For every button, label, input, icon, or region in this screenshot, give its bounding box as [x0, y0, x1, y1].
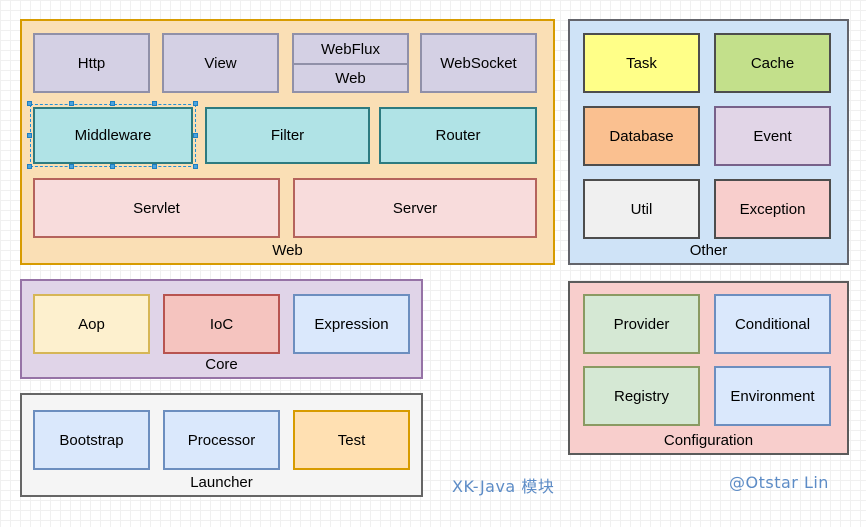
node-webflux-web[interactable]: WebFlux Web [292, 33, 409, 93]
group-label-launcher: Launcher [190, 474, 253, 491]
resize-handle[interactable] [193, 101, 198, 106]
node-event[interactable]: Event [714, 106, 831, 166]
node-view[interactable]: View [162, 33, 279, 93]
resize-handle[interactable] [151, 101, 157, 106]
node-conditional[interactable]: Conditional [714, 294, 831, 354]
node-registry[interactable]: Registry [583, 366, 700, 426]
node-filter[interactable]: Filter [205, 107, 370, 164]
resize-handle[interactable] [27, 101, 32, 106]
node-http[interactable]: Http [33, 33, 150, 93]
resize-handle[interactable] [110, 164, 115, 169]
node-expression[interactable]: Expression [293, 294, 410, 354]
node-web[interactable]: Web [294, 63, 407, 91]
resize-handle[interactable] [68, 164, 74, 169]
resize-handle[interactable] [68, 101, 74, 106]
node-webflux[interactable]: WebFlux [321, 40, 380, 58]
node-task[interactable]: Task [583, 33, 700, 93]
node-environment[interactable]: Environment [714, 366, 831, 426]
resize-handle[interactable] [27, 164, 32, 169]
resize-handle[interactable] [27, 132, 32, 138]
node-exception[interactable]: Exception [714, 179, 831, 239]
node-aop[interactable]: Aop [33, 294, 150, 354]
group-label-configuration: Configuration [663, 432, 754, 449]
node-provider[interactable]: Provider [583, 294, 700, 354]
resize-handle[interactable] [110, 101, 115, 106]
caption-author: @Otstar Lin [729, 473, 829, 492]
node-util[interactable]: Util [583, 179, 700, 239]
node-websocket[interactable]: WebSocket [420, 33, 537, 93]
node-servlet[interactable]: Servlet [33, 178, 280, 238]
node-processor[interactable]: Processor [163, 410, 280, 470]
node-cache[interactable]: Cache [714, 33, 831, 93]
caption-title: XK-Java 模块 [452, 477, 555, 496]
group-label-core: Core [205, 356, 238, 373]
node-ioc[interactable]: IoC [163, 294, 280, 354]
node-server[interactable]: Server [293, 178, 537, 238]
resize-handle[interactable] [193, 164, 198, 169]
node-router[interactable]: Router [379, 107, 537, 164]
group-label-web: Web [272, 242, 303, 259]
node-database[interactable]: Database [583, 106, 700, 166]
node-middleware[interactable]: Middleware [33, 107, 193, 164]
resize-handle[interactable] [193, 132, 198, 138]
group-label-other: Other [689, 242, 728, 259]
node-bootstrap[interactable]: Bootstrap [33, 410, 150, 470]
resize-handle[interactable] [151, 164, 157, 169]
node-test[interactable]: Test [293, 410, 410, 470]
